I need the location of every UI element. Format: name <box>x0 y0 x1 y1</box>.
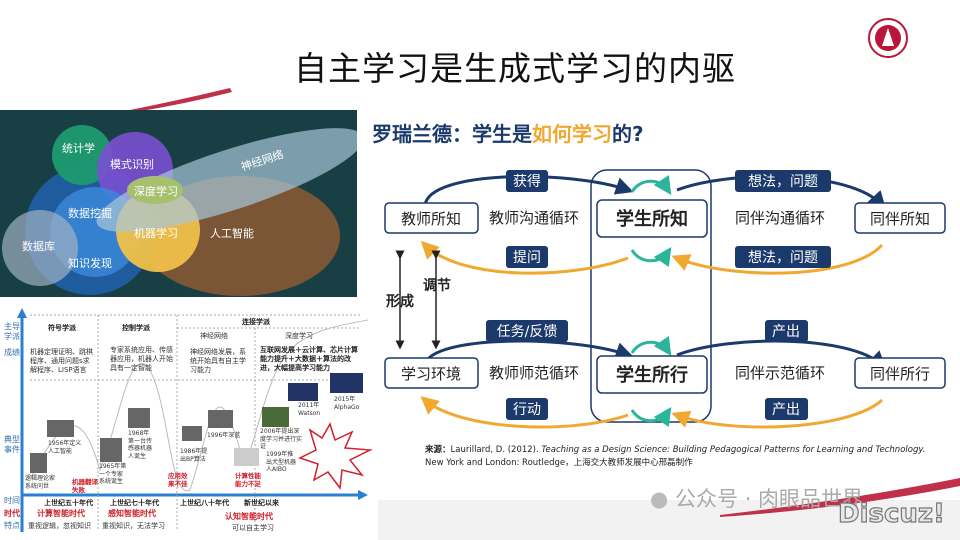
feature: 重视知识，无法学习 <box>102 522 165 530</box>
feature: 可以自主学习 <box>232 524 274 532</box>
diagram-title-a: 罗瑞兰德：学生是 <box>372 122 532 146</box>
achievement: 专家系统应用、传感器应用，机器人开始具有一定智能 <box>110 346 173 372</box>
node-peer-do: 同伴所行 <box>870 365 930 383</box>
event: 1968年第一台传感器机器人诞生 <box>128 430 153 460</box>
venn-label: 机器学习 <box>134 226 178 240</box>
wechat-icon: ● <box>650 487 669 511</box>
venn-label: 深度学习 <box>134 184 178 198</box>
node-env: 学习环境 <box>401 365 461 383</box>
tag-out2: 产出 <box>772 402 800 418</box>
ai-history-timeline: 主导学派 成绩 典型事件 时间 时代 特点 符号学派 控制学派 连接学派 神经网… <box>0 300 378 540</box>
event: 1996年深蓝 <box>207 432 241 439</box>
node-peer-know: 同伴所知 <box>870 210 930 228</box>
event: 2006年提出深度学习并进行实证 <box>260 428 303 450</box>
wechat-watermark: ● 公众号 · 肉眼品世界 <box>650 483 863 513</box>
event: 1956年定义人工智能 <box>48 440 82 455</box>
school-neural: 神经网络 <box>200 332 228 340</box>
event: 1999年推出犬型机器人AIBO <box>266 451 297 473</box>
loop-teacher-model: 教师师范循环 <box>489 364 579 382</box>
school-control: 控制学派 <box>122 324 150 332</box>
period: 上世纪八十年代 <box>180 499 229 507</box>
discuz-watermark: Discuz! <box>837 498 945 529</box>
venn-label: 人工智能 <box>210 226 254 240</box>
event: 计算性能能力不足 <box>235 472 261 489</box>
source-text1: Laurillard, D. (2012). <box>450 445 542 455</box>
ai-venn-diagram: 统计学 模式识别 神经网络 深度学习 数据挖掘 机器学习 人工智能 数据库 知识… <box>0 110 357 297</box>
source-text2: New York and London: Routledge，上海交大教师发展中… <box>425 457 693 468</box>
period: 上世纪七十年代 <box>110 499 159 507</box>
venn-label: 数据挖掘 <box>68 206 112 220</box>
label-form: 形成 <box>386 293 414 310</box>
venn-label: 模式识别 <box>110 158 154 171</box>
school-deep: 深度学习 <box>285 332 313 340</box>
era: 计算智能时代 <box>37 509 85 518</box>
tag-get: 获得 <box>513 173 541 190</box>
event: 2011年Watson <box>298 402 321 417</box>
event: 机器翻译失败 <box>72 478 98 495</box>
source-label: 来源： <box>425 445 451 455</box>
tag-out1: 产出 <box>772 324 800 340</box>
university-logo <box>868 18 908 58</box>
axis-label: 时间 <box>4 496 20 505</box>
loop-peer-comm: 同伴沟通循环 <box>735 209 825 227</box>
feature: 重视逻辑，忽视知识 <box>28 522 91 530</box>
node-student-do: 学生所行 <box>616 364 688 386</box>
era: 认知智能时代 <box>225 512 273 521</box>
era: 感知智能时代 <box>108 509 156 518</box>
axis-label: 成绩 <box>4 348 20 357</box>
event: 应用效果不佳 <box>168 472 188 489</box>
venn-label: 统计学 <box>62 141 95 155</box>
period: 上世纪五十年代 <box>44 499 93 507</box>
period: 新世纪以来 <box>244 499 279 507</box>
source-italic: Teaching as a Design Science: Building P… <box>541 445 926 455</box>
source-citation: 来源：Laurillard, D. (2012). Teaching as a … <box>425 444 925 470</box>
event: 逻辑理论家系统问世 <box>25 475 56 490</box>
watermark-text: 公众号 · 肉眼品世界 <box>675 487 864 511</box>
achievement: 机器定理证明、跳棋程序、通用问题s求解程序、LISP语言 <box>30 348 93 374</box>
event: 2015年AlphaGo <box>334 396 360 411</box>
event: 1986年提出BP算法 <box>180 448 208 463</box>
venn-label: 知识发现 <box>68 256 112 270</box>
tag-task: 任务/反馈 <box>497 324 558 340</box>
diagram-title-c: 的? <box>612 122 644 146</box>
tag-idea2: 想法，问题 <box>748 250 818 266</box>
axis-label: 主导学派 <box>4 322 20 341</box>
svg-text:罗瑞兰德：学生是如何学习的?: 罗瑞兰德：学生是如何学习的? <box>372 122 644 146</box>
achievement: 神经网络发展，系统开始具有自主学习能力 <box>190 348 246 374</box>
achievement: 互联网发展＋云计算、芯片计算能力提升＋大数据＋算法的改进，大幅提高学习能力 <box>260 346 358 372</box>
laurillard-diagram: 罗瑞兰德：学生是如何学习的? 获得 想法，问题 提问 想法，问题 任务/反馈 产… <box>372 122 946 429</box>
diagram-title-b: 如何学习 <box>532 122 612 146</box>
event: 1965年第一个专家系统诞生 <box>99 463 127 485</box>
tag-ask: 提问 <box>513 250 541 266</box>
school-connection: 连接学派 <box>242 318 270 326</box>
axis-label: 典型事件 <box>4 435 20 454</box>
school-symbolic: 符号学派 <box>48 324 76 332</box>
slide-title: 自主学习是生成式学习的内驱 <box>294 49 736 88</box>
tag-idea1: 想法，问题 <box>748 174 818 190</box>
axis-label: 时代 <box>4 509 20 518</box>
venn-label: 数据库 <box>22 239 55 253</box>
node-student-know: 学生所知 <box>616 208 688 230</box>
tag-act: 行动 <box>513 402 541 418</box>
loop-peer-model: 同伴示范循环 <box>735 364 825 382</box>
loop-teacher-comm: 教师沟通循环 <box>489 209 579 227</box>
label-adjust: 调节 <box>423 277 451 294</box>
node-teacher-know: 教师所知 <box>401 210 461 228</box>
axis-label: 特点 <box>4 521 20 530</box>
